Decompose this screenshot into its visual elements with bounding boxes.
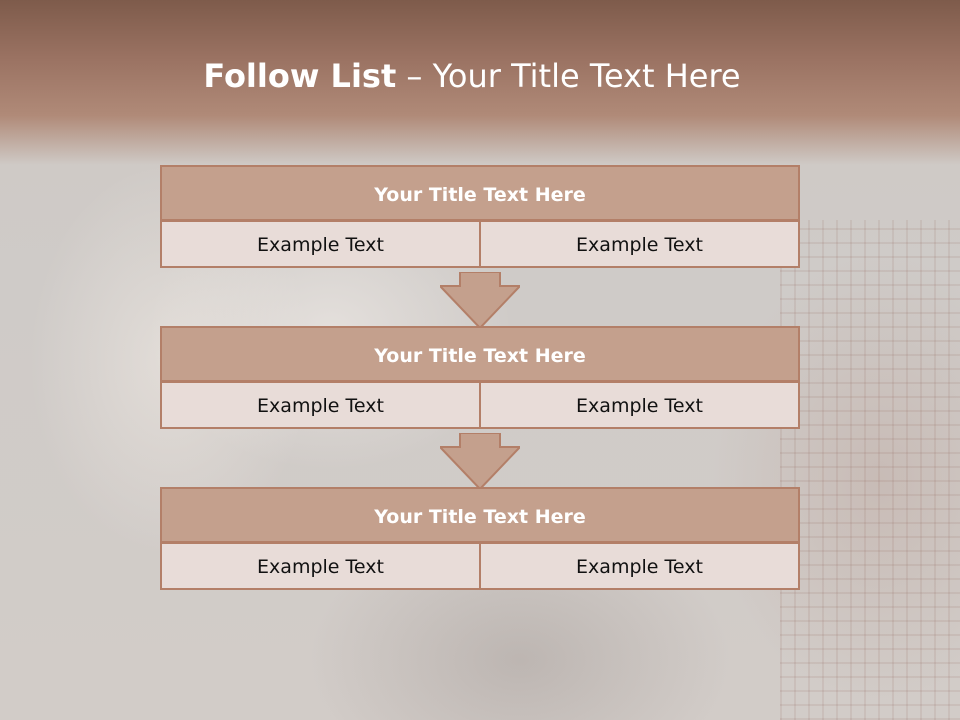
block-cell-right: Example Text (479, 220, 800, 268)
list-block-1: Your Title Text Here Example Text Exampl… (160, 165, 800, 268)
header-band (0, 0, 960, 165)
block-row: Example Text Example Text (160, 381, 800, 429)
down-arrow-icon (440, 272, 520, 328)
block-title: Your Title Text Here (160, 487, 800, 543)
plaid-pattern (780, 220, 960, 720)
slide-title-strong: Follow List (203, 57, 397, 95)
block-title: Your Title Text Here (160, 165, 800, 221)
block-row: Example Text Example Text (160, 220, 800, 268)
block-cell-left: Example Text (160, 542, 481, 590)
slide-title: Follow List – Your Title Text Here (0, 54, 944, 98)
block-cell-left: Example Text (160, 381, 481, 429)
down-arrow-icon (440, 433, 520, 489)
list-block-3: Your Title Text Here Example Text Exampl… (160, 487, 800, 590)
block-cell-right: Example Text (479, 542, 800, 590)
slide-title-rest: – Your Title Text Here (396, 57, 741, 95)
block-cell-right: Example Text (479, 381, 800, 429)
list-block-2: Your Title Text Here Example Text Exampl… (160, 326, 800, 429)
block-title: Your Title Text Here (160, 326, 800, 382)
block-row: Example Text Example Text (160, 542, 800, 590)
block-cell-left: Example Text (160, 220, 481, 268)
